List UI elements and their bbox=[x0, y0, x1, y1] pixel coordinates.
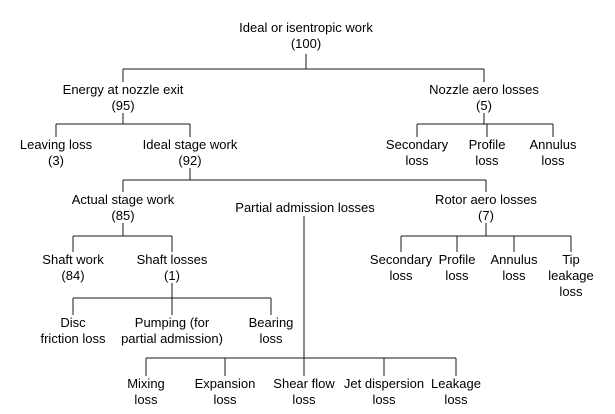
node-label: Profile bbox=[438, 252, 476, 267]
node-mixing-loss: Mixing loss bbox=[127, 376, 165, 408]
node-leaving-loss: Leaving loss (3) bbox=[20, 137, 92, 169]
node-label: loss bbox=[405, 153, 429, 168]
node-label: Leakage bbox=[431, 376, 481, 391]
node-label: loss bbox=[475, 153, 499, 168]
node-disc-friction-loss: Disc friction loss bbox=[40, 315, 105, 347]
node-rotor-profile-loss: Profile loss bbox=[439, 252, 476, 284]
node-actual-stage-work: Actual stage work (85) bbox=[72, 192, 175, 224]
node-value: (92) bbox=[178, 153, 202, 168]
node-label: loss bbox=[502, 268, 526, 283]
node-nozzle-secondary-loss: Secondary loss bbox=[386, 137, 448, 169]
node-rotor-aero-losses: Rotor aero losses (7) bbox=[435, 192, 537, 224]
node-shaft-work: Shaft work (84) bbox=[42, 252, 103, 284]
node-label: Shaft work bbox=[42, 252, 104, 267]
node-ideal-work: Ideal or isentropic work (100) bbox=[239, 20, 373, 52]
node-label: Annulus bbox=[490, 252, 538, 267]
node-expansion-loss: Expansion loss bbox=[195, 376, 256, 408]
node-label: Tip bbox=[562, 252, 580, 267]
node-label: Secondary bbox=[385, 137, 449, 152]
node-shaft-losses: Shaft losses (1) bbox=[137, 252, 208, 284]
node-label: friction loss bbox=[40, 331, 106, 346]
node-label: loss bbox=[445, 268, 469, 283]
node-label: loss bbox=[134, 392, 158, 407]
node-label: Partial admission losses bbox=[235, 200, 375, 215]
node-label: leakage bbox=[548, 268, 594, 283]
node-label: Energy at nozzle exit bbox=[62, 82, 184, 97]
node-label: Profile bbox=[468, 137, 506, 152]
node-label: Disc bbox=[60, 315, 86, 330]
node-value: (85) bbox=[111, 208, 135, 223]
node-label: partial admission) bbox=[121, 331, 223, 346]
node-pumping-loss: Pumping (for partial admission) bbox=[121, 315, 223, 347]
node-label: Secondary bbox=[369, 252, 433, 267]
node-label: Shaft losses bbox=[136, 252, 208, 267]
node-bearing-loss: Bearing loss bbox=[249, 315, 294, 347]
node-label: Annulus bbox=[529, 137, 577, 152]
node-label: Nozzle aero losses bbox=[429, 82, 539, 97]
node-nozzle-exit-energy: Energy at nozzle exit (95) bbox=[63, 82, 184, 114]
node-label: loss bbox=[444, 392, 468, 407]
node-rotor-secondary-loss: Secondary loss bbox=[370, 252, 432, 284]
node-label: loss bbox=[372, 392, 396, 407]
node-leakage-loss: Leakage loss bbox=[431, 376, 481, 408]
node-label: Leaving loss bbox=[19, 137, 93, 152]
node-label: Expansion bbox=[194, 376, 256, 391]
node-partial-admission-losses: Partial admission losses bbox=[235, 200, 374, 216]
node-shear-flow-loss: Shear flow loss bbox=[273, 376, 334, 408]
node-value: (1) bbox=[164, 268, 180, 283]
node-value: (84) bbox=[61, 268, 85, 283]
node-label: loss bbox=[389, 268, 413, 283]
node-nozzle-annulus-loss: Annulus loss bbox=[530, 137, 577, 169]
node-value: (95) bbox=[111, 98, 135, 113]
node-label: Shear flow bbox=[273, 376, 335, 391]
node-rotor-annulus-loss: Annulus loss bbox=[491, 252, 538, 284]
node-label: Rotor aero losses bbox=[435, 192, 537, 207]
node-value: (5) bbox=[476, 98, 492, 113]
node-label: loss bbox=[213, 392, 237, 407]
node-label: loss bbox=[559, 284, 583, 299]
node-jet-dispersion-loss: Jet dispersion loss bbox=[344, 376, 424, 408]
node-label: Ideal or isentropic work bbox=[239, 20, 373, 35]
node-label: Bearing bbox=[248, 315, 294, 330]
node-label: Actual stage work bbox=[71, 192, 175, 207]
node-label: Ideal stage work bbox=[142, 137, 238, 152]
node-ideal-stage-work: Ideal stage work (92) bbox=[143, 137, 238, 169]
node-label: Pumping (for bbox=[134, 315, 210, 330]
node-value: (100) bbox=[290, 36, 322, 51]
node-label: Mixing bbox=[127, 376, 165, 391]
node-value: (3) bbox=[48, 153, 64, 168]
node-nozzle-profile-loss: Profile loss bbox=[469, 137, 506, 169]
node-label: Jet dispersion bbox=[343, 376, 425, 391]
node-nozzle-aero-losses: Nozzle aero losses (5) bbox=[429, 82, 539, 114]
node-rotor-tip-leakage-loss: Tip leakage loss bbox=[548, 252, 594, 300]
node-label: loss bbox=[292, 392, 316, 407]
node-label: loss bbox=[259, 331, 283, 346]
node-label: loss bbox=[541, 153, 565, 168]
node-value: (7) bbox=[478, 208, 494, 223]
